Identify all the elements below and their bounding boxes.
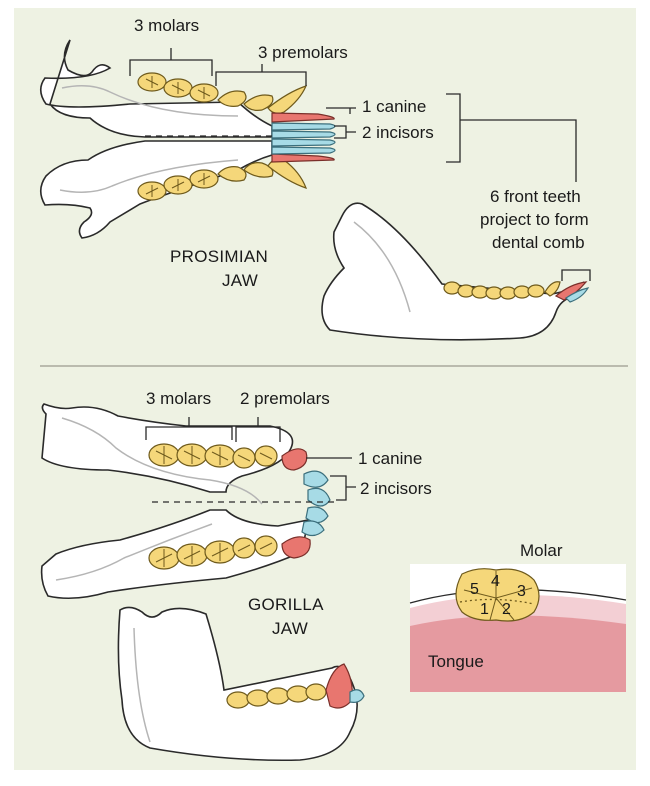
cusp-number-1: 1 xyxy=(480,601,489,618)
incisor xyxy=(304,471,328,487)
prosimian-incisors xyxy=(272,123,335,154)
label-prosimian-incisors: 2 incisors xyxy=(362,123,434,142)
bracket-prosimian-front-teeth xyxy=(446,94,576,182)
label-prosimian-canine: 1 canine xyxy=(362,97,426,116)
incisor xyxy=(272,147,335,154)
incisor xyxy=(302,521,324,536)
incisor xyxy=(308,488,330,506)
gorilla-occlusal-view xyxy=(42,404,356,598)
label-gorilla-canine: 1 canine xyxy=(358,449,422,468)
label-prosimian-molars: 3 molars xyxy=(134,16,199,35)
premolar xyxy=(268,86,306,113)
prosimian-occlusal-view xyxy=(41,40,576,238)
bracket-dental-comb xyxy=(562,270,590,281)
prosimian-upper-molars xyxy=(138,73,218,102)
prosimian-canine-upper xyxy=(272,113,334,122)
bracket-prosimian-molars xyxy=(130,48,212,76)
tooth xyxy=(267,688,289,704)
label-comb-line3: dental comb xyxy=(492,233,585,252)
premolar xyxy=(268,159,306,188)
caption-prosimian-line1: PROSIMIAN xyxy=(170,247,268,266)
bracket-gorilla-incisors xyxy=(330,476,356,500)
incisor xyxy=(306,507,328,523)
gorilla-lateral-incisor xyxy=(350,690,364,703)
cusp-number-2: 2 xyxy=(502,601,511,618)
label-prosimian-premolars: 3 premolars xyxy=(258,43,348,62)
label-tongue: Tongue xyxy=(428,652,484,671)
tooth xyxy=(528,285,544,297)
bracket-prosimian-premolars xyxy=(216,64,306,86)
gorilla-lateral-view xyxy=(118,607,364,760)
cusp-number-4: 4 xyxy=(491,573,500,590)
tooth xyxy=(247,690,269,706)
incisor xyxy=(272,123,335,130)
caption-prosimian-line2: JAW xyxy=(222,271,258,290)
leader-prosimian-canine xyxy=(326,108,356,114)
label-comb-line2: project to form xyxy=(480,210,589,229)
cusp-number-3: 3 xyxy=(517,583,526,600)
label-gorilla-incisors: 2 incisors xyxy=(360,479,432,498)
tooth xyxy=(227,692,249,708)
tooth xyxy=(306,684,326,700)
label-molar-inset-title: Molar xyxy=(520,541,563,560)
label-gorilla-molars: 3 molars xyxy=(146,389,211,408)
gorilla-upper-molars xyxy=(149,444,235,467)
incisor xyxy=(272,139,335,146)
caption-gorilla-line1: GORILLA xyxy=(248,595,324,614)
caption-gorilla-line2: JAW xyxy=(272,619,308,638)
incisor xyxy=(272,131,335,138)
gorilla-lateral-mandible xyxy=(118,607,357,760)
gorilla-incisors xyxy=(302,471,330,535)
prosimian-canine-lower xyxy=(272,154,334,162)
cusp-number-5: 5 xyxy=(470,581,479,598)
label-gorilla-premolars: 2 premolars xyxy=(240,389,330,408)
label-comb-line1: 6 front teeth xyxy=(490,187,581,206)
bracket-prosimian-incisors xyxy=(334,126,356,138)
